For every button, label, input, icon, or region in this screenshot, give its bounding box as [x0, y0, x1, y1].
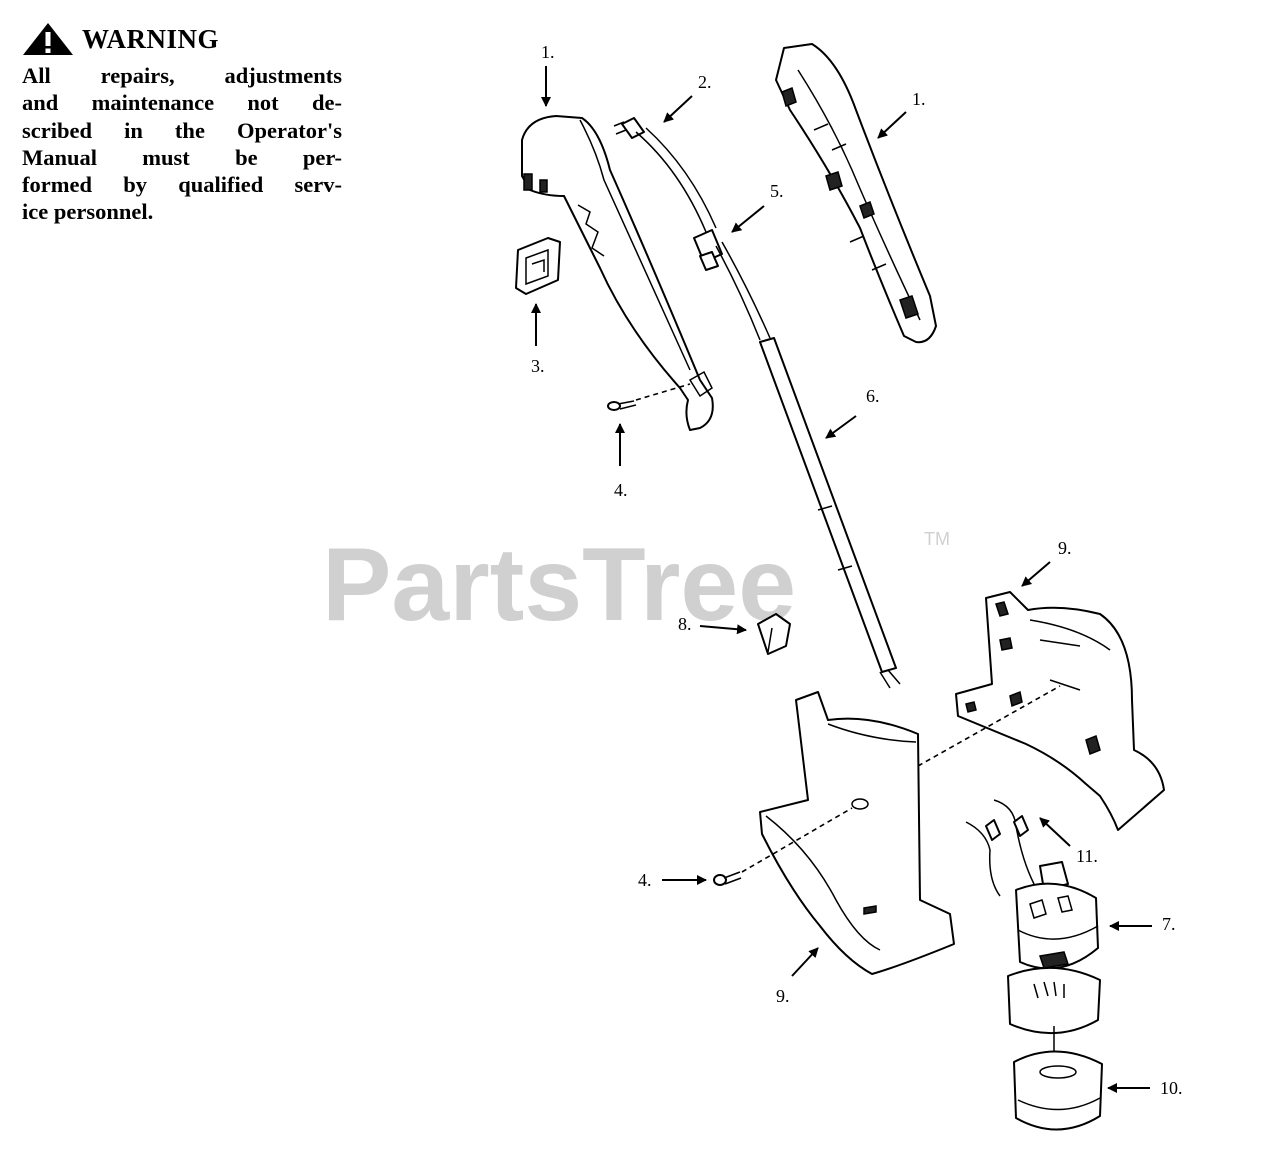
callout-10: 10.	[1107, 1078, 1183, 1098]
warning-line: scribed in the Operator's	[22, 117, 342, 143]
callout-4-upper: 4.	[614, 423, 628, 500]
callout-5: 5.	[731, 181, 784, 233]
callout-9-upper: 9.	[1021, 538, 1072, 587]
callout-6: 6.	[825, 386, 880, 439]
callout-arrow	[1039, 817, 1071, 847]
callout-label: 1.	[912, 89, 926, 109]
callout-arrow	[791, 947, 819, 977]
warning-line: formed by qualified serv-	[22, 172, 342, 198]
callout-label: 11.	[1076, 846, 1098, 866]
callout-1-left: 1.	[541, 42, 555, 107]
callout-arrow	[825, 415, 857, 439]
callout-label: 2.	[698, 72, 712, 92]
motor-part	[1007, 861, 1101, 1034]
callout-label: 6.	[866, 386, 880, 406]
callout-label: 4.	[638, 870, 652, 890]
callout-arrow	[731, 205, 765, 233]
callout-label: 8.	[678, 614, 692, 634]
shaft-tube	[759, 337, 901, 689]
callout-label: 5.	[770, 181, 784, 201]
alignment-line	[917, 685, 1061, 767]
callout-7: 7.	[1109, 914, 1176, 934]
callout-label: 1.	[541, 42, 555, 62]
warning-title: WARNING	[22, 22, 342, 56]
warning-line: and maintenance not de-	[22, 90, 342, 116]
warning-line: ice personnel.	[22, 199, 154, 225]
warning-title-text: WARNING	[82, 23, 220, 54]
warning-line: Manual must be per-	[22, 144, 342, 170]
callout-11: 11.	[1039, 817, 1098, 866]
callout-4-lower: 4.	[638, 870, 707, 890]
callout-label: 9.	[776, 986, 790, 1006]
motor-leads	[965, 799, 1035, 897]
callout-arrow	[1021, 561, 1051, 587]
warning-line: All repairs, adjustments	[22, 63, 342, 88]
callout-label: 9.	[1058, 538, 1072, 558]
watermark-text: PartsTree	[322, 527, 796, 643]
callout-1-right: 1.	[877, 89, 926, 139]
handle-left-half	[521, 115, 714, 431]
motor-housing-right	[955, 591, 1165, 831]
clip-part	[757, 613, 791, 655]
watermark-trademark: TM	[924, 529, 950, 549]
callout-label: 7.	[1162, 914, 1176, 934]
callout-3: 3.	[531, 303, 545, 376]
callout-arrow	[699, 624, 747, 635]
callout-arrow	[663, 95, 693, 123]
switch-wire-harness	[613, 117, 717, 233]
callout-label: 3.	[531, 356, 545, 376]
connector-part	[693, 229, 771, 341]
callout-label: 4.	[614, 480, 628, 500]
callout-arrow	[877, 111, 907, 139]
motor-housing-left	[759, 691, 955, 975]
screw-upper	[607, 383, 691, 411]
screw-lower	[713, 807, 853, 886]
spool-part	[1013, 1026, 1103, 1131]
warning-text: All repairs, adjustments and maintenance…	[22, 62, 342, 226]
handle-right-half	[775, 43, 937, 344]
callout-8: 8.	[678, 614, 747, 635]
callout-9-lower: 9.	[776, 947, 819, 1006]
callout-label: 10.	[1160, 1078, 1183, 1098]
warning-block: WARNING All repairs, adjustments and mai…	[22, 22, 342, 226]
watermark: PartsTree TM	[322, 527, 950, 643]
callout-2: 2.	[663, 72, 712, 123]
switch-trigger	[515, 237, 561, 295]
warning-triangle-icon	[23, 23, 73, 55]
